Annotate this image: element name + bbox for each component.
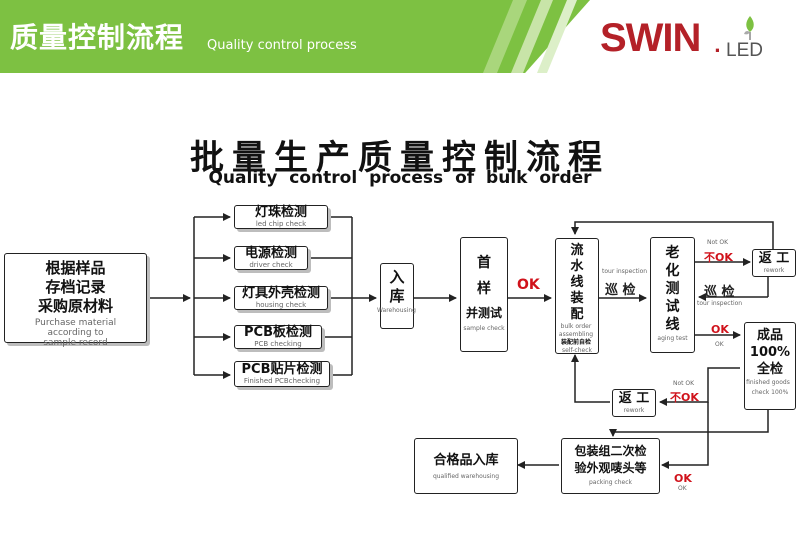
check-label-en: PCB checking [254,340,302,348]
rework-en-2: rework [623,407,645,414]
check-label-en: Finished PCBchecking [243,377,321,385]
aging-zh-3: 测 [665,281,680,297]
sample-check-box: 首 样 并测试 sample check [460,237,508,352]
source-en-3: sample record [43,338,108,348]
diagram-title: 批量生产质量控制流程 [190,138,610,178]
source-en-1: Purchase material [34,318,117,328]
ok-label-1: OK [517,277,540,293]
sample-zh-1: 首 [477,255,491,271]
not-ok-en-2: Not OK [673,380,695,387]
finished-en-1: finished goods [746,379,790,386]
warehousing-en: Warehousing [377,307,416,314]
sample-zh-2: 样 [477,281,491,297]
aging-zh-2: 化 [665,263,680,279]
finished-zh-3: 全检 [756,362,783,377]
check-label: 灯珠检测 [254,205,307,220]
aging-en: aging test [657,335,688,342]
check-box-pcb-smt: PCB贴片检测 Finished PCBchecking [234,361,330,387]
assembly-en-3: self-check [562,347,592,354]
aging-test-box: 老 化 测 试 线 aging test [650,237,695,353]
packing-zh-2: 验外观唛头等 [574,461,647,475]
assembly-zh-1: 流 [570,243,584,258]
packing-en: packing check [588,479,632,486]
tour-inspection-zh-1: 巡 检 [605,283,636,298]
ok-label-2-en: OK [715,341,724,348]
rework-zh-1: 返 工 [758,251,790,266]
aging-zh-4: 试 [665,299,680,315]
tour-inspection-en-2: tour inspection [697,300,743,307]
warehousing-box: 入 库 Warehousing [377,263,416,329]
finished-zh-2: 100% [749,345,791,360]
warehousing-zh-1: 入 [389,268,405,286]
check-label-en: led chip check [255,220,307,228]
source-line-3: 采购原材料 [37,297,113,315]
ok-label-3: OK [674,472,692,485]
finished-en-2: check 100% [751,389,789,396]
packing-check-box: 包装组二次检 验外观唛头等 packing check [561,438,660,494]
diagram-subtitle: Quality control process of bulk order [208,168,592,188]
leaf-icon [744,16,754,40]
qualified-zh: 合格品入库 [433,453,499,468]
rework-en-1: rework [763,267,785,274]
qualified-en: qualified warehousing [432,473,500,480]
aging-zh-1: 老 [665,245,680,261]
not-ok-en-1: Not OK [707,239,729,246]
warehousing-zh-2: 库 [389,287,405,305]
sample-zh-3: 并测试 [465,306,502,320]
packing-zh-1: 包装组二次检 [574,444,647,458]
aging-zh-5: 线 [665,317,680,333]
assembly-en-1: bulk order [560,323,592,330]
brand-logo: SWIN . LED [600,14,780,68]
check-label: 灯具外壳检测 [241,286,320,301]
finished-goods-box: 成品 100% 全检 finished goods check 100% [744,322,796,410]
assembly-en-2: assembling [558,331,594,338]
banner-stripes [455,0,577,73]
assembly-zh-6: 装配前自检 [560,339,591,346]
check-box-housing: 灯具外壳检测 housing check [234,286,328,310]
logo-wordmark: SWIN [600,16,701,60]
check-box-pcb: PCB板检测 PCB checking [234,325,322,349]
qualified-warehousing-box: 合格品入库 qualified warehousing [414,438,518,494]
tour-inspection-zh-2: 巡 检 [704,285,735,300]
header-title: 质量控制流程 [10,21,185,54]
logo-sub: LED [726,40,763,61]
rework-zh-2: 返 工 [618,391,650,406]
sample-en: sample check [463,325,505,332]
check-label: 电源检测 [244,246,297,261]
source-line-1: 根据样品 [45,259,106,277]
finished-zh-1: 成品 [756,328,783,343]
rework-box-1: 返 工 rework [752,249,796,277]
purchase-material-box: 根据样品 存档记录 采购原材料 Purchase material accord… [4,253,147,348]
check-label: PCB板检测 [244,325,312,340]
source-line-2: 存档记录 [45,278,106,296]
header-subtitle: Quality control process [207,38,357,53]
check-label-en: driver check [249,261,293,269]
not-ok-zh-1: 不OK [704,251,733,264]
check-box-led-chip: 灯珠检测 led chip check [234,205,328,229]
assembly-line-box: 流 水 线 装 配 bulk order assembling 装配前自检 se… [555,238,599,354]
assembly-zh-5: 配 [570,307,584,322]
ok-label-3-en: OK [678,485,687,492]
page-header: 质量控制流程 Quality control process SWIN . LE… [0,0,800,90]
assembly-zh-4: 装 [570,291,584,306]
ok-label-2: OK [711,323,729,336]
logo-dot: . [714,36,721,57]
rework-box-2: 返 工 rework [612,389,656,417]
source-en-2: according to [47,328,104,338]
check-box-driver: 电源检测 driver check [234,246,308,270]
assembly-zh-2: 水 [570,259,584,274]
check-label: PCB贴片检测 [241,362,323,377]
tour-inspection-en-1: tour inspection [602,268,648,275]
check-label-en: housing check [255,301,307,309]
assembly-zh-3: 线 [570,275,584,290]
not-ok-zh-2: 不OK [670,391,699,404]
